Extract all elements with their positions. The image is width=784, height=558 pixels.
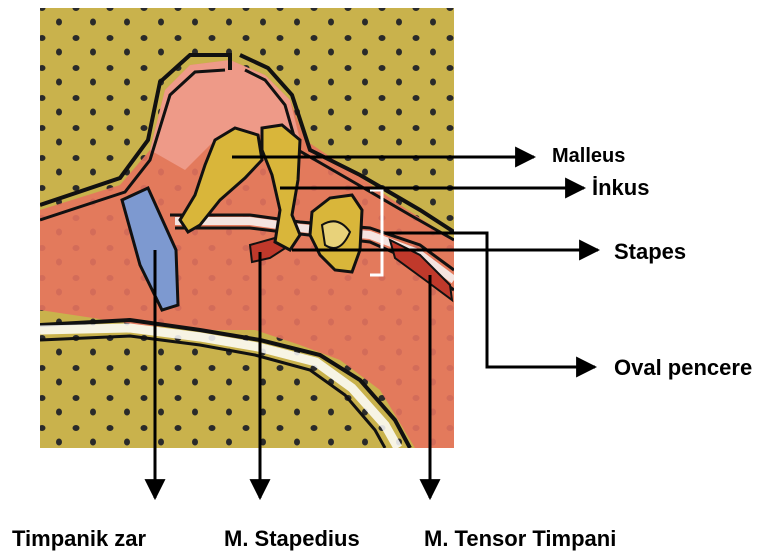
label-timpanik-zar: Timpanik zar bbox=[12, 526, 147, 551]
label-inkus: İnkus bbox=[592, 175, 649, 200]
label-stapes: Stapes bbox=[614, 239, 686, 264]
label-oval-pencere: Oval pencere bbox=[614, 355, 752, 380]
label-malleus: Malleus bbox=[552, 145, 625, 167]
anatomy-drawing bbox=[40, 8, 454, 448]
label-m-stapedius: M. Stapedius bbox=[224, 526, 360, 551]
label-m-tensor-timpani: M. Tensor Timpani bbox=[424, 526, 616, 551]
